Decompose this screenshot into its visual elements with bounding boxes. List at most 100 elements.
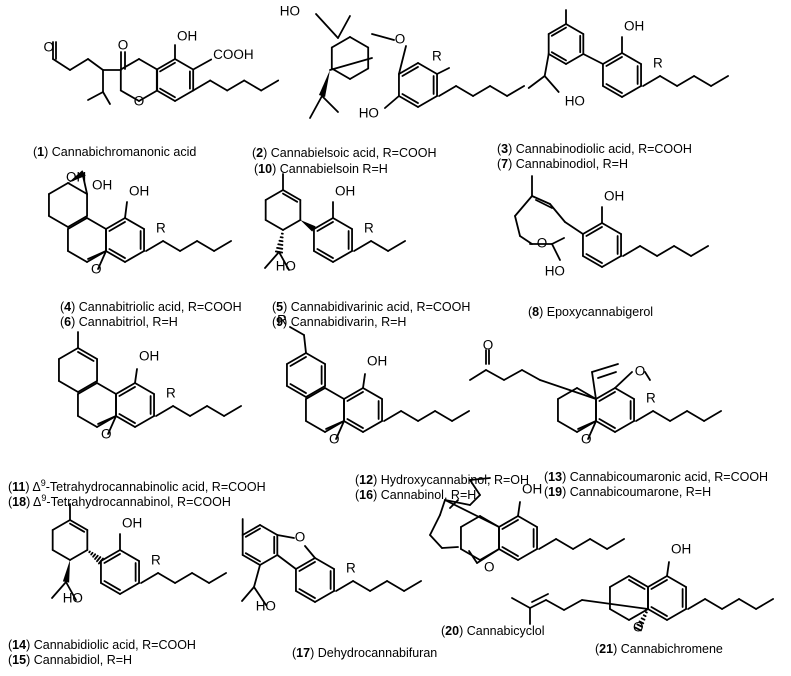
compound-14-bond	[65, 581, 77, 601]
compound-8-bond	[551, 237, 565, 245]
compound-20-bond	[429, 514, 441, 536]
compound-13-bond	[597, 371, 617, 379]
compound-20-bond	[606, 538, 625, 550]
compound-13-bond	[521, 369, 541, 381]
compound-number: 4	[64, 300, 72, 314]
compound-13-bond	[469, 369, 487, 381]
compound-name: Cannabichromanonic acid	[51, 145, 197, 159]
compound-20-label: (20) Cannabicyclol	[441, 624, 545, 638]
compound-1-bond	[138, 58, 159, 71]
compound-20-bond	[429, 534, 443, 549]
compound-5-wedge-bond	[300, 220, 316, 232]
compound-20-bond	[498, 515, 519, 528]
compound-13-bond	[485, 369, 505, 381]
compound-21-bond	[636, 623, 644, 628]
compound-number: 11	[12, 480, 26, 494]
compound-8-bond	[531, 195, 551, 205]
compound-5-bond	[387, 240, 406, 252]
compound-8-bond	[622, 245, 641, 257]
compound-1-bond	[159, 87, 176, 99]
compound-name: Dehydrocannabifuran	[317, 646, 438, 660]
compound-21-bond	[755, 598, 774, 610]
compound-4-bond	[86, 217, 107, 230]
compound-17-bond	[304, 545, 316, 559]
compound-20-bond	[460, 515, 481, 528]
compound-number: 6	[64, 315, 72, 329]
compound-11-bond	[96, 382, 117, 395]
compound-17-bond	[369, 580, 388, 592]
compound-1-bond	[87, 58, 104, 71]
compound-20-bond	[469, 477, 491, 481]
compound-8-bond	[514, 215, 521, 237]
compound-11-bond	[115, 382, 136, 395]
compound-13-bond	[595, 420, 616, 433]
compound-2-bond	[337, 15, 351, 39]
compound-21-atom-o: O	[633, 620, 644, 635]
compound-11-bond	[172, 405, 191, 417]
compound-1-bond	[155, 89, 176, 102]
compound-number: 20	[445, 624, 460, 638]
compound-20-bond	[517, 515, 538, 528]
compound-20-bond	[589, 538, 608, 550]
compound-5-bond	[313, 250, 334, 263]
compound-12-bond	[289, 326, 305, 336]
compound-14-bond	[157, 572, 176, 584]
compound-4-atom-oh: OH	[66, 170, 86, 185]
compound-2-bond	[417, 62, 438, 75]
compound-12-bond	[343, 420, 364, 433]
compound-17-bond	[241, 554, 261, 566]
compound-21-bond	[545, 599, 565, 611]
compound-14-wedge-bond	[62, 560, 70, 583]
compound-14-bond	[103, 553, 121, 564]
compound-1-bond	[174, 89, 195, 102]
compound-17-bond	[403, 580, 422, 592]
compound-14-bond	[69, 519, 89, 531]
compound-3-bond	[621, 52, 642, 65]
compound-21-bond	[666, 608, 687, 621]
compound-3-atom-r: R	[653, 56, 663, 71]
compound-17-bond	[244, 527, 261, 538]
substituent-note: , R=OH	[487, 473, 530, 487]
compound-17-bond	[386, 580, 405, 592]
compound-17-bond	[241, 586, 255, 602]
compound-21-bond	[687, 598, 706, 610]
compound-5-bond	[370, 240, 389, 252]
compound-20-bond	[449, 499, 459, 509]
compound-1-bond	[243, 79, 263, 92]
compound-number: 1	[37, 145, 45, 159]
compound-1-bond	[69, 58, 89, 71]
compound-17-atom-r: R	[346, 561, 356, 576]
compound-21-bond	[721, 598, 740, 610]
compound-21-bond	[628, 579, 646, 590]
compound-17-bond	[276, 554, 297, 570]
compound-3-bond	[676, 75, 695, 87]
compound-12-bond	[305, 385, 326, 398]
compound-name: Cannabitriol	[78, 315, 146, 329]
compound-13-bond	[614, 371, 633, 389]
compound-3-bond	[642, 75, 661, 87]
compound-20-bond	[439, 499, 446, 516]
compound-name: Cannabinodiol	[515, 157, 596, 171]
compound-13-bond	[577, 420, 597, 430]
compound-2-bond	[315, 13, 339, 39]
compound-2-bond	[401, 66, 419, 77]
compound-name: Cannabicyclol	[466, 624, 545, 638]
compound-21-bond	[563, 599, 583, 611]
compound-1-atom-cooh: COOH	[213, 47, 254, 62]
compound-4-bond	[105, 250, 126, 263]
compound-1-bond	[119, 89, 140, 102]
compound-8-bond	[514, 195, 533, 217]
compound-21-atom-oh: OH	[671, 542, 691, 557]
substituent-note: , R=H	[595, 157, 629, 171]
compound-8-bond	[585, 253, 603, 264]
compound-3-bond	[550, 51, 567, 62]
substituent-note: , R=COOH	[135, 638, 196, 652]
compound-name: -Tetrahydrocannabinolic acid	[45, 480, 205, 494]
compound-19-label: (19) Cannabicoumarone, R=H	[544, 485, 712, 499]
compound-3-bond	[659, 75, 678, 87]
compound-name: Cannabidivarinic acid	[290, 300, 410, 314]
compound-12-bond	[362, 373, 366, 389]
compound-5-atom-r: R	[364, 221, 374, 236]
compound-8-atom-oh: OH	[604, 189, 624, 204]
compound-12-bond	[305, 387, 326, 400]
